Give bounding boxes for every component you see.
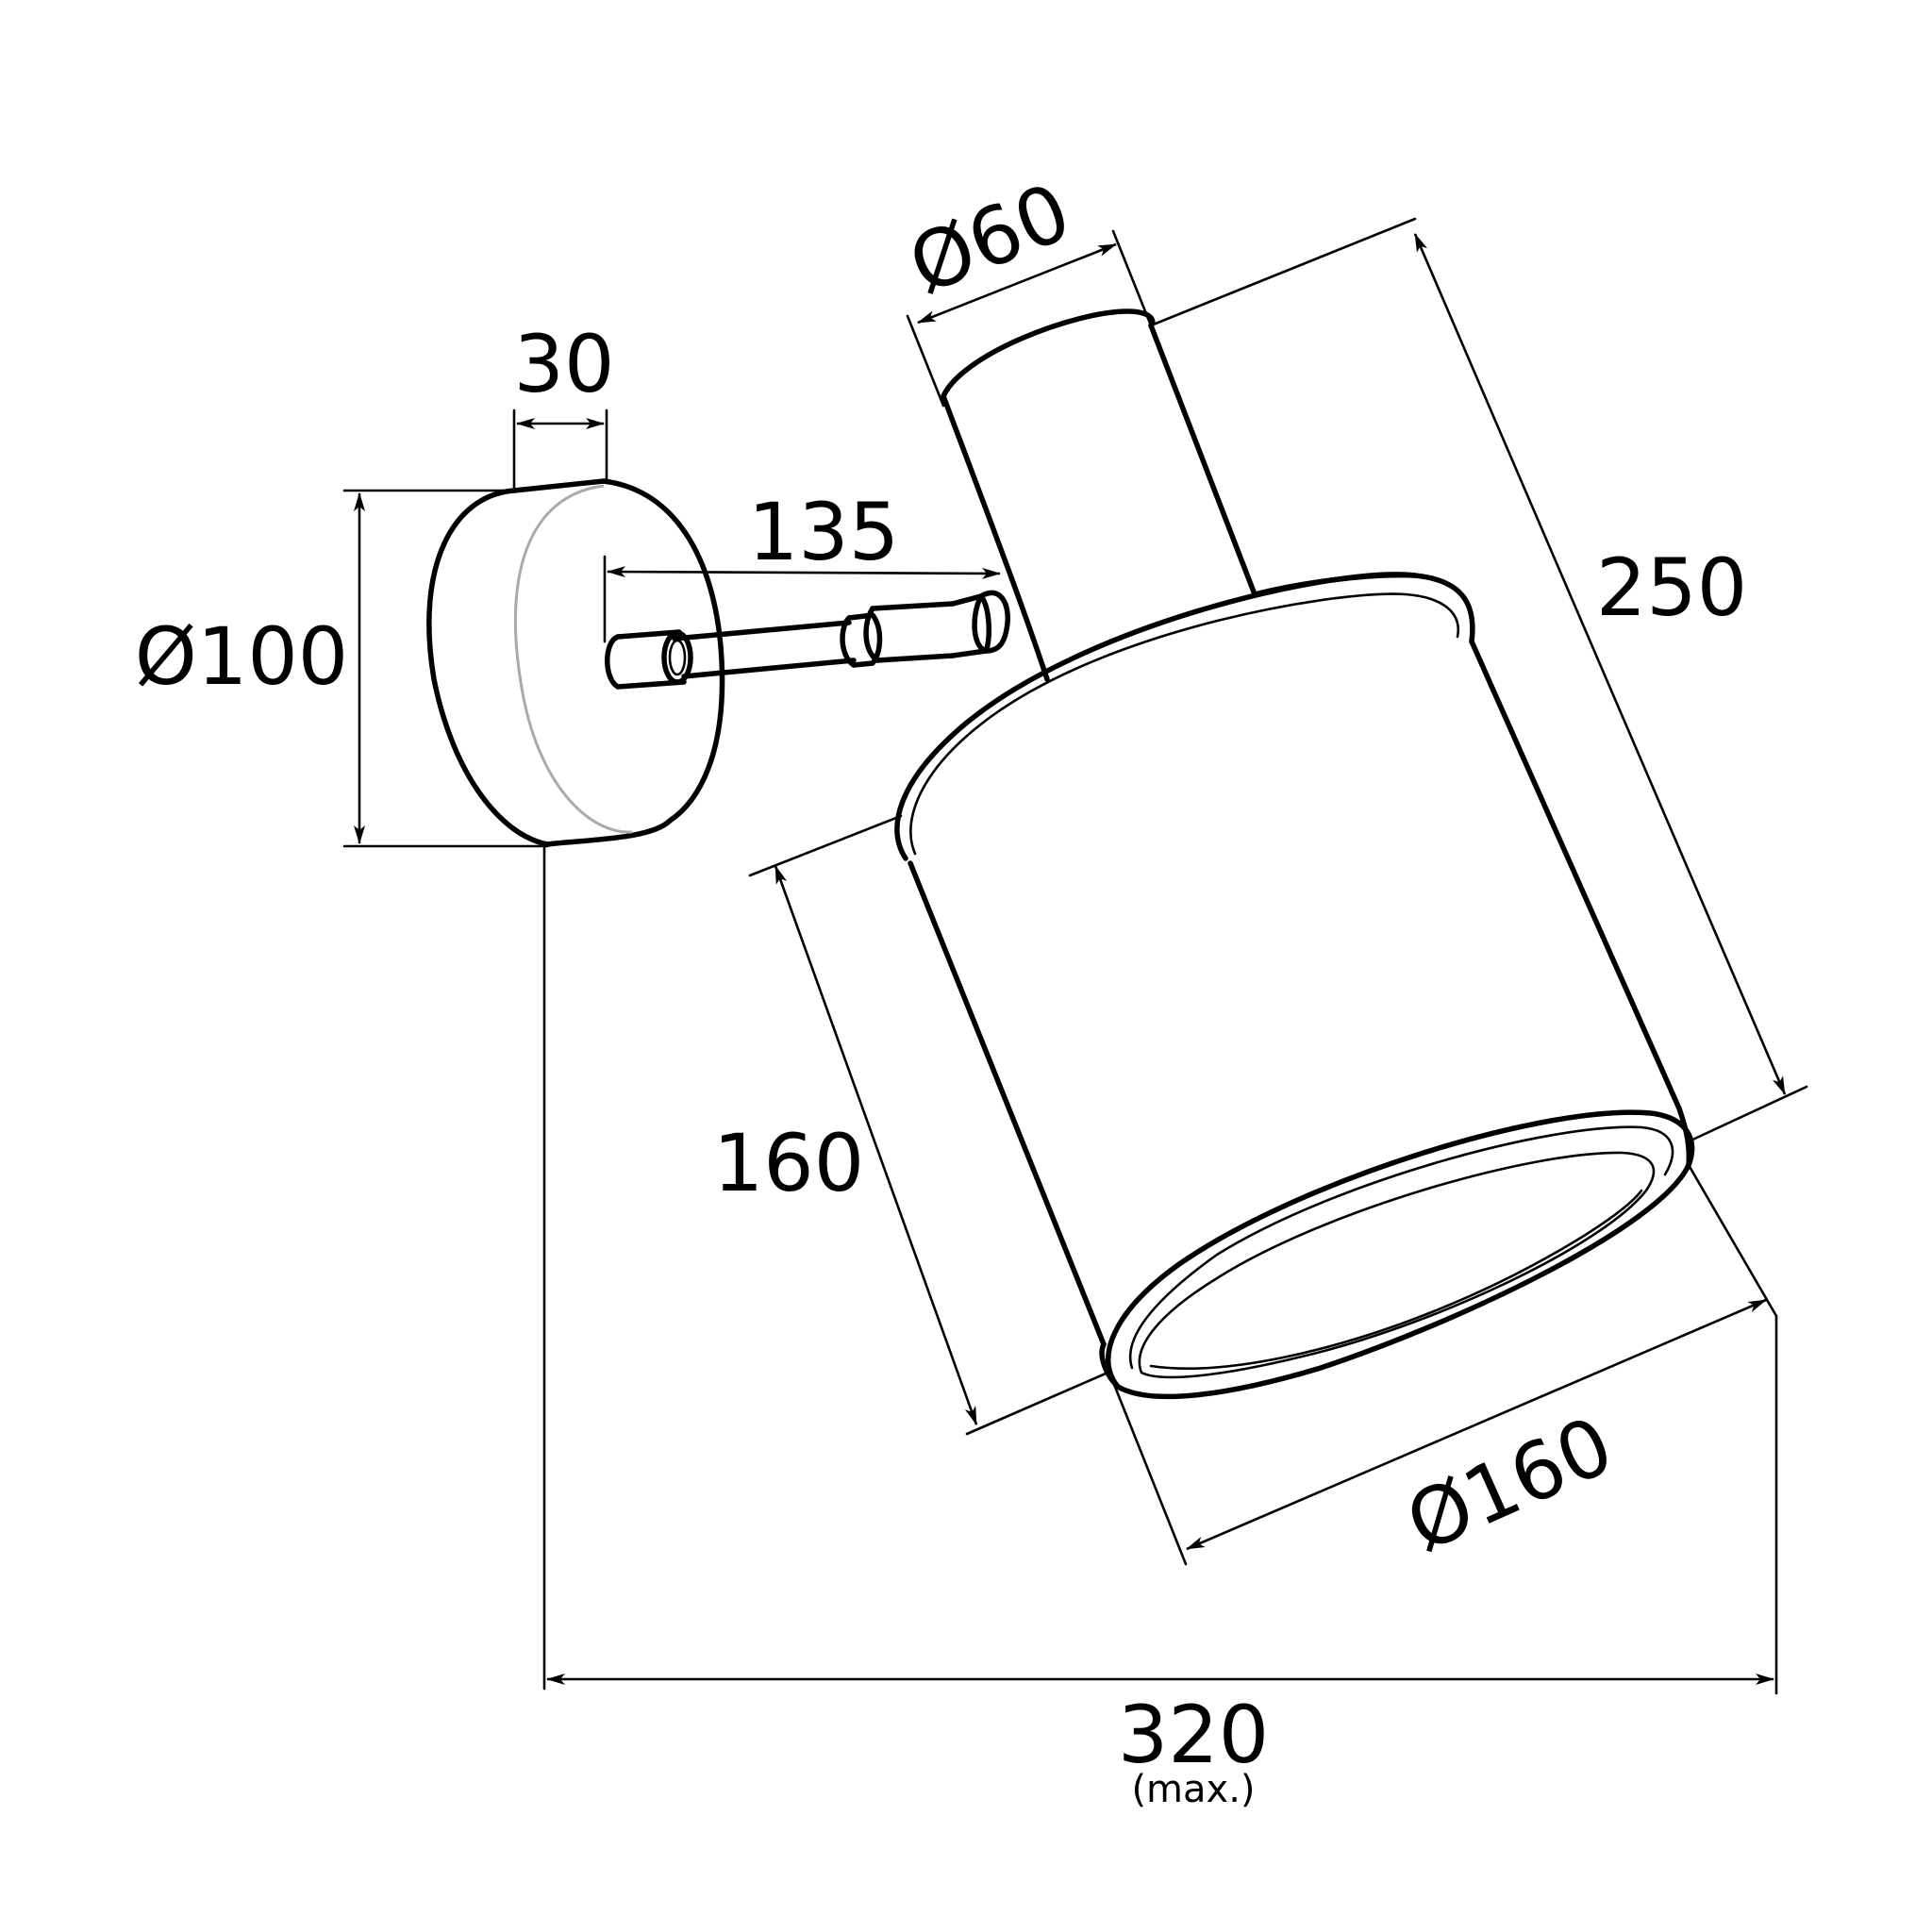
arm-rod: [605, 590, 1010, 690]
wall-backplate: [426, 478, 725, 847]
label-shade-diameter: Ø160: [1393, 1399, 1626, 1571]
label-total-projection-note: (max.): [1131, 1768, 1255, 1811]
dimension-labels: 30 Ø100 135 Ø60 250 160 Ø160 320 (max.): [135, 165, 1747, 1811]
label-backplate-depth: 30: [514, 318, 615, 410]
dimension-lines: [342, 217, 1808, 1695]
label-arm-length: 135: [748, 486, 899, 578]
label-total-height: 250: [1596, 541, 1747, 634]
label-total-projection: 320: [1118, 1689, 1269, 1781]
label-backplate-diameter: Ø100: [135, 610, 348, 703]
lamp-shade: [894, 572, 1695, 1400]
label-shade-height: 160: [713, 1117, 864, 1209]
label-neck-diameter: Ø60: [897, 165, 1083, 312]
backplate-hidden-edge: [513, 484, 633, 834]
